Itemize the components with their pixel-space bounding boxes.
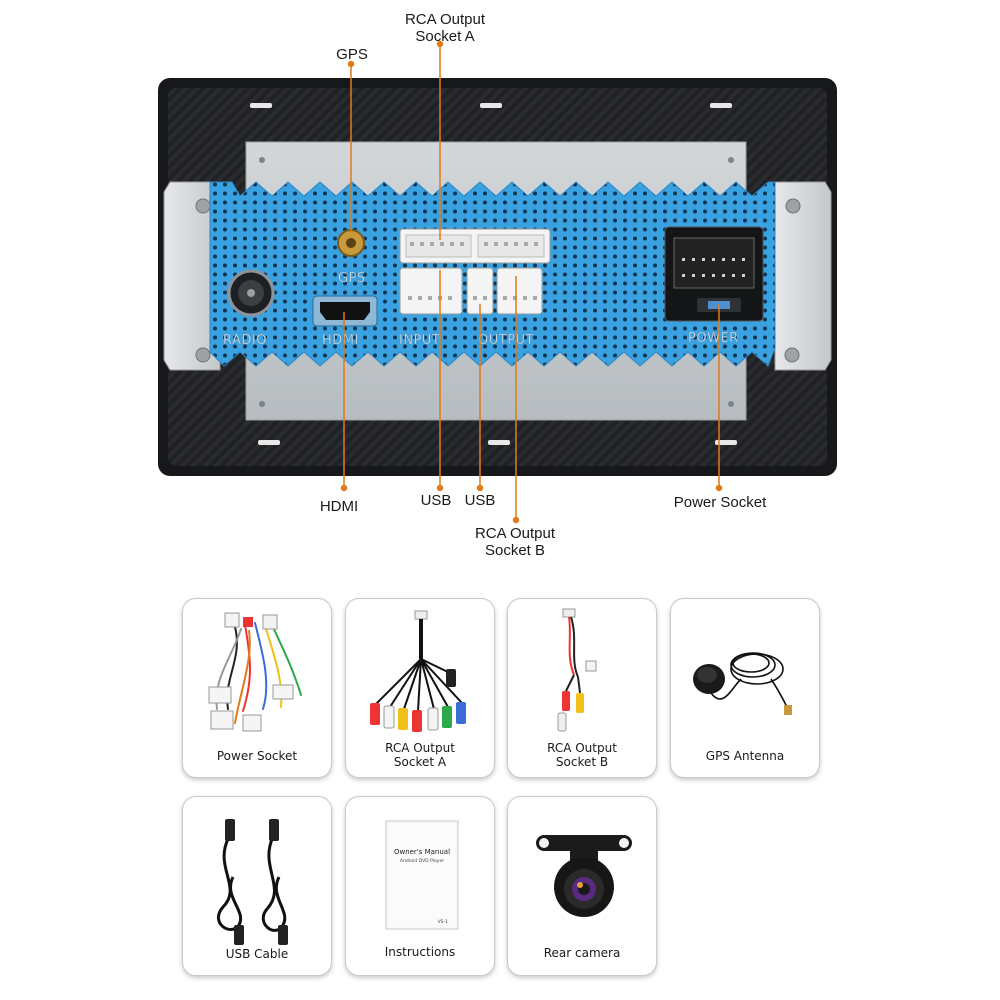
manual-subtitle: Android DVD Player bbox=[400, 858, 444, 864]
usb-socket-1 bbox=[399, 267, 463, 315]
accessory-card-power-socket: Power Socket bbox=[182, 598, 332, 778]
callout-hdmi: HDMI bbox=[319, 498, 359, 515]
manual-title: Owner's Manual bbox=[394, 848, 450, 856]
head-unit-rear-diagram: RADIO GPS HDMI INPUT OUTPUT POWER RCA Ou… bbox=[158, 11, 837, 559]
callout-power-socket: Power Socket bbox=[673, 494, 767, 511]
rca-cable-a-image bbox=[370, 610, 466, 732]
hdmi-port bbox=[320, 302, 370, 320]
rca-cable-b-image bbox=[557, 608, 597, 732]
callout-gps: GPS bbox=[336, 46, 368, 63]
panel-print-hdmi: HDMI bbox=[322, 333, 359, 348]
callout-usb-1: USB bbox=[420, 492, 452, 509]
usb-cable-image bbox=[216, 819, 288, 945]
accessory-label: Power Socket bbox=[216, 749, 298, 763]
callout-lines bbox=[340, 40, 723, 524]
panel-print-input: INPUT bbox=[399, 333, 440, 348]
panel-print-radio: RADIO bbox=[223, 333, 267, 348]
accessory-card-gps-antenna: GPS Antenna bbox=[670, 598, 820, 778]
accessory-card-rear-camera: Rear camera bbox=[507, 796, 657, 976]
accessory-label: Instructions bbox=[384, 945, 456, 959]
head-unit-illustration: RADIO GPS HDMI INPUT OUTPUT POWER bbox=[158, 40, 837, 524]
accessory-card-instructions: Owner's Manual Android DVD Player VS-1 I… bbox=[345, 796, 495, 976]
accessory-label: USB Cable bbox=[225, 947, 289, 961]
accessory-card-usb-cable: USB Cable bbox=[182, 796, 332, 976]
manual-image: Owner's Manual Android DVD Player VS-1 bbox=[385, 820, 459, 930]
gps-antenna-image bbox=[693, 652, 792, 715]
manual-code: VS-1 bbox=[438, 919, 449, 925]
panel-print-gps: GPS bbox=[338, 271, 366, 286]
accessory-label: Rear camera bbox=[543, 946, 621, 960]
rear-camera-image bbox=[536, 835, 632, 917]
callout-usb-2: USB bbox=[464, 492, 496, 509]
panel-print-power: POWER bbox=[688, 331, 739, 346]
accessory-label: GPS Antenna bbox=[705, 749, 785, 763]
power-harness-image bbox=[208, 612, 302, 732]
panel-print-output: OUTPUT bbox=[478, 333, 534, 348]
rca-socket-b bbox=[496, 267, 543, 315]
